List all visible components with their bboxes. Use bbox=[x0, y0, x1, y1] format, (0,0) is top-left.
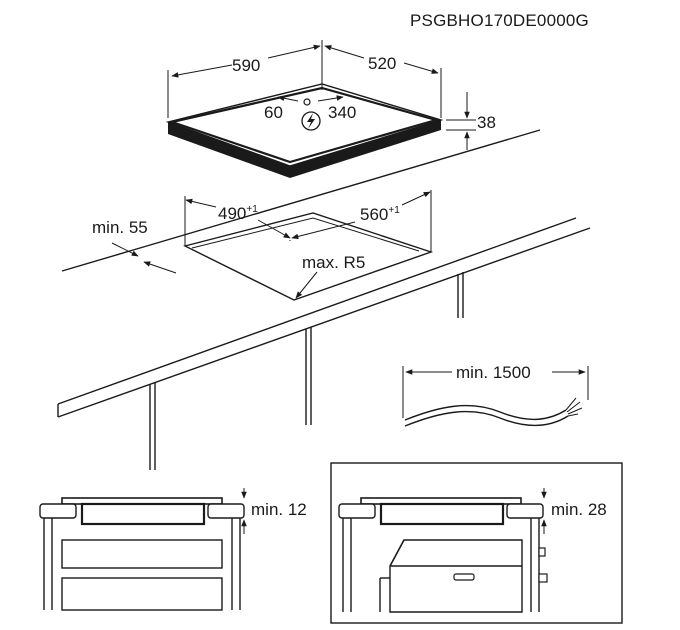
hob-height-dimension: 38 bbox=[446, 92, 496, 150]
cutout bbox=[183, 190, 434, 301]
hob-width-label: 590 bbox=[232, 56, 260, 75]
cutout-width-dimension: 490+1 bbox=[185, 198, 291, 239]
cable-length-label: min. 1500 bbox=[456, 363, 531, 382]
connection-y-label: 340 bbox=[328, 103, 356, 122]
model-code: PSGBHO170DE0000G bbox=[410, 11, 589, 30]
lightning-bolt-icon bbox=[301, 111, 321, 131]
corner-radius-label: max. R5 bbox=[302, 253, 365, 272]
min-edge-label: min. 55 bbox=[92, 218, 148, 237]
installation-left: min. 12 bbox=[39, 488, 307, 611]
cutout-width-label: 490+1 bbox=[218, 204, 258, 223]
min-gap-right-label: min. 28 bbox=[551, 500, 607, 519]
min-edge-dimension: min. 55 bbox=[92, 218, 177, 274]
connection-x-label: 60 bbox=[264, 103, 283, 122]
cable-drawing: min. 1500 bbox=[402, 363, 589, 427]
cutout-depth-label: 560+1 bbox=[360, 205, 400, 224]
hob-depth-label: 520 bbox=[368, 54, 396, 73]
worktop bbox=[57, 129, 591, 470]
corner-radius-callout: max. R5 bbox=[295, 253, 365, 299]
min-gap-left-label: min. 12 bbox=[251, 500, 307, 519]
hob-width-dimension: 590 bbox=[167, 40, 323, 118]
hob-drawing bbox=[165, 83, 444, 178]
hob-depth-dimension: 520 bbox=[324, 45, 442, 118]
hob-height-label: 38 bbox=[477, 113, 496, 132]
cutout-depth-dimension: 560+1 bbox=[291, 191, 431, 240]
connection-point: 60 340 bbox=[264, 95, 356, 131]
installation-right: min. 28 bbox=[330, 462, 623, 624]
